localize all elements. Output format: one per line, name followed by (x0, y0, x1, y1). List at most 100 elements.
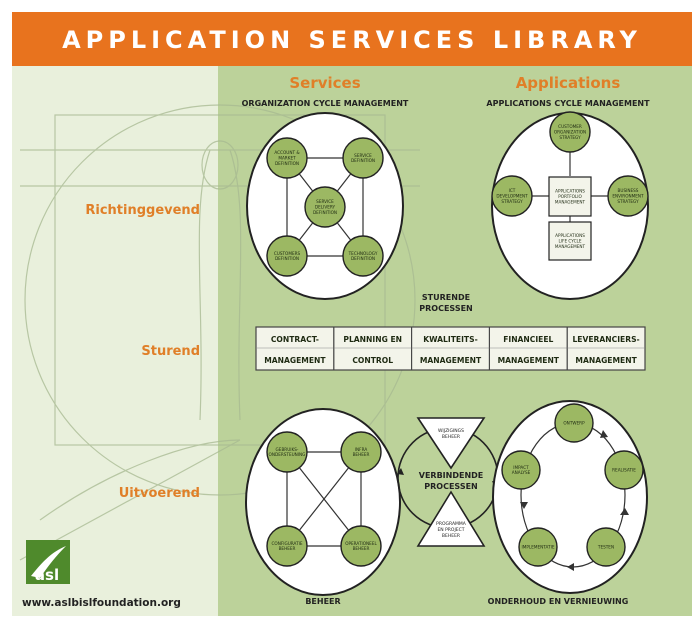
app-box-2-line-3: MANAGEMENT (555, 244, 586, 249)
top-triangle-line-2: BEHEER (442, 434, 460, 440)
sturende-cell-1-line-1: CONTRACT- (271, 335, 319, 344)
beheer-node-1: GEBRUIKS-ONDERSTEUNING (266, 431, 308, 473)
onderhoud-node-4-shape (518, 527, 558, 567)
bottom-triangle-line-3: BEHEER (442, 533, 460, 539)
app-node-3-line-2: ENVIRONMENT (612, 193, 644, 198)
verbindende-label-line-2: PROCESSEN (424, 482, 477, 491)
beheer-node-1-shape (266, 431, 308, 473)
beheer-node-1-line-1: GEBRUIKS- (276, 447, 299, 452)
ring-arrow-left (397, 468, 404, 475)
app-node-2-line-3: STRATEGY (501, 199, 523, 204)
app-box-2-line-2: LIFE CYCLE (558, 238, 581, 243)
app-node-3-line-3: STRATEGY (617, 199, 639, 204)
applications-cycle-diagram: CUSTOMERORGANIZATIONSTRATEGYICTDEVELOPME… (491, 111, 649, 300)
app-node-1-line-2: ORGANIZATION (554, 129, 586, 134)
beheer-node-3-shape (266, 525, 308, 567)
sturende-heading-line-1: STURENDE (422, 293, 470, 302)
onderhoud-node-4-line-1: IMPLEMENTATIE (522, 544, 555, 549)
org-node-4-line-1: CUSTOMERS (274, 251, 301, 256)
onderhoud-node-2-shape (604, 450, 644, 490)
org-node-3-line-2: DEFINITION (351, 158, 375, 163)
website-url: www.aslbislfoundation.org (22, 597, 181, 609)
onderhoud-node-1-line-1: ONTWERP (563, 420, 585, 425)
onderhoud-node-5-line-2: ANALYSE (512, 470, 531, 475)
left-panel (12, 64, 218, 616)
app-box-1-shape (548, 176, 592, 217)
cycle-arrow-3 (567, 563, 574, 571)
onderhoud-diagram: ONTWERPREALISATIETESTENIMPLEMENTATIEIMPA… (488, 400, 648, 606)
sturende-heading-line-2: PROCESSEN (419, 304, 472, 313)
applications-subtitle: APPLICATIONS CYCLE MANAGEMENT (486, 99, 650, 108)
beheer-node-1-line-2: ONDERSTEUNING (269, 452, 306, 457)
org-node-3-shape (342, 137, 384, 179)
org-node-1-line-2: MARKET (278, 155, 296, 160)
row-label-sturend: Sturend (141, 344, 200, 359)
sturende-cell-3-line-2: MANAGEMENT (420, 356, 482, 365)
onderhoud-node-1-shape (554, 403, 594, 443)
org-node-5-line-1: TECHNOLOGY (348, 251, 378, 256)
app-box-2-line-1: APPLICATIONS (555, 233, 585, 238)
verbindende-diagram: WIJZIGINGS BEHEER VERBINDENDE PROCESSEN … (397, 417, 499, 547)
beheer-node-2-shape (340, 431, 382, 473)
org-node-2-shape (304, 186, 346, 228)
cycle-arrow-4 (520, 502, 528, 509)
services-subtitle: ORGANIZATION CYCLE MANAGEMENT (242, 99, 409, 108)
org-node-5-line-2: DEFINITION (351, 256, 375, 261)
org-node-2-line-2: DELIVERY (315, 204, 336, 209)
row-label-richtinggevend: Richtinggevend (85, 203, 200, 218)
onderhoud-node-3: TESTEN (586, 527, 626, 567)
onderhoud-node-4: IMPLEMENTATIE (518, 527, 558, 567)
poster-title: APPLICATION SERVICES LIBRARY (62, 26, 642, 54)
asl-logo: asl (26, 540, 70, 584)
beheer-node-3-line-2: BEHEER (279, 546, 296, 551)
bottom-triangle (416, 490, 486, 547)
org-node-1-line-1: ACCOUNT & (274, 150, 300, 155)
title-banner (12, 12, 692, 66)
onderhoud-node-1: ONTWERP (554, 403, 594, 443)
sturende-cell-5-line-2: MANAGEMENT (575, 356, 637, 365)
org-node-3-line-1: SERVICE (354, 153, 372, 158)
app-node-1-shape (549, 111, 591, 153)
beheer-node-2-line-1: INFRA (355, 447, 368, 452)
app-box-1-line-2: PORTFOLIO (558, 194, 582, 199)
org-node-4-line-2: DEFINITION (275, 256, 299, 261)
row-label-uitvoerend: Uitvoerend (119, 486, 200, 501)
beheer-label: BEHEER (305, 597, 340, 606)
app-node-2-shape (491, 175, 533, 217)
app-node-2-line-1: ICT (509, 188, 516, 193)
sturende-cell-1-line-2: MANAGEMENT (264, 356, 326, 365)
org-node-1-line-3: DEFINITION (275, 161, 299, 166)
services-heading: Services (289, 74, 360, 92)
organization-cycle-diagram: ACCOUNT &MARKETDEFINITIONSERVICEDELIVERY… (246, 112, 404, 300)
cycle-arrow-2 (620, 508, 629, 515)
beheer-node-3-line-1: CONFIGURATIE (271, 541, 302, 546)
onderhoud-node-5-shape (501, 450, 541, 490)
org-node-5-shape (342, 235, 384, 277)
onderhoud-node-3-shape (586, 527, 626, 567)
sturende-cell-2-line-1: PLANNING EN (343, 335, 402, 344)
app-node-3-shape (607, 175, 649, 217)
onderhoud-node-5-line-1: IMPACT (513, 465, 529, 470)
sturende-cell-5-line-1: LEVERANCIERS- (572, 335, 639, 344)
onderhoud-label: ONDERHOUD EN VERNIEUWING (488, 597, 629, 606)
sturende-cell-4-line-1: FINANCIEEL (503, 335, 553, 344)
beheer-node-2-line-2: BEHEER (353, 452, 370, 457)
sturende-cell-2-line-2: CONTROL (352, 356, 393, 365)
app-node-1-line-1: CUSTOMER (558, 124, 582, 129)
logo-text: asl (35, 566, 59, 584)
